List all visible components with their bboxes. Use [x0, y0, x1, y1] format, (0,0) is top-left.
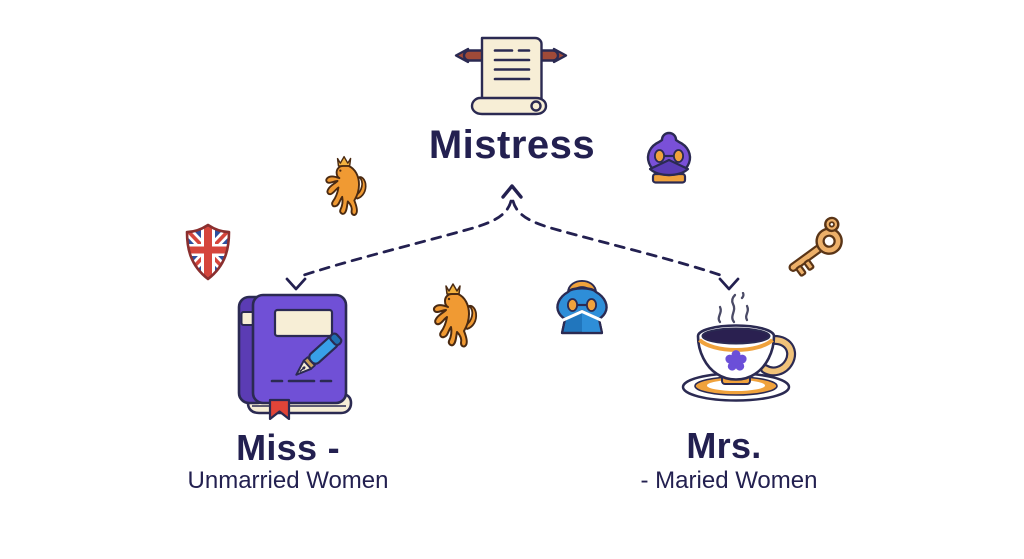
branch-right-subtitle: - Maried Women [640, 467, 818, 494]
steam-icon [717, 292, 749, 324]
book-and-pen-icon [232, 292, 354, 420]
uk-shield-icon [181, 222, 235, 284]
purple-helm-crest-icon [638, 130, 700, 185]
flower-icon [725, 350, 747, 371]
root-term-label: Mistress [428, 123, 596, 167]
lion-rampant-top-icon [314, 152, 376, 222]
branch-left-title: Miss - [236, 427, 340, 468]
blue-helm-crest-icon [549, 278, 615, 340]
teacup-icon [664, 292, 810, 407]
lion-rampant-center-icon [424, 279, 484, 354]
scroll-icon [452, 28, 570, 120]
branch-right-title: Mrs. [686, 425, 762, 466]
branch-left-subtitle: Unmarried Women [187, 467, 389, 494]
key-icon [780, 216, 854, 284]
